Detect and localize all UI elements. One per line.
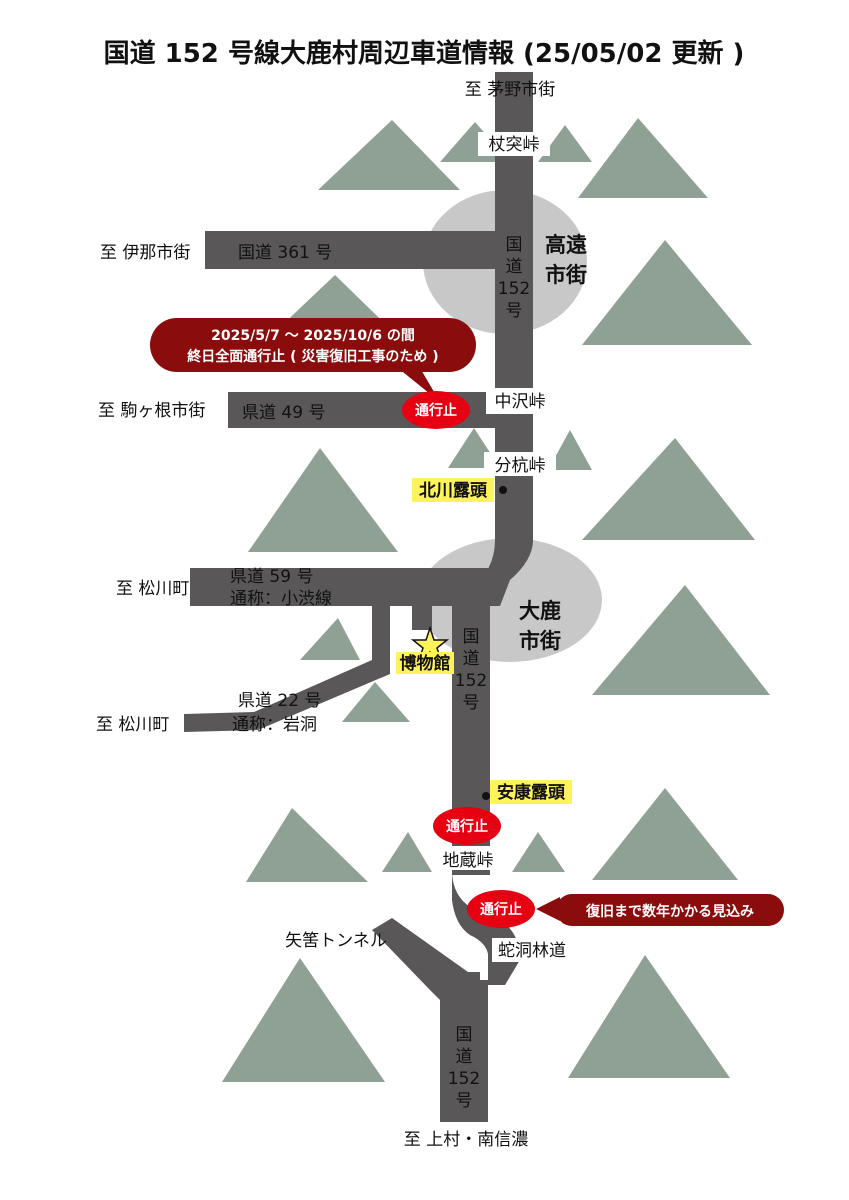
road-r361 <box>205 231 497 269</box>
place-museum: 博物館 <box>400 653 451 674</box>
dest-komagane: 至 駒ヶ根市街 <box>98 401 205 421</box>
label-bg <box>486 388 554 414</box>
label-pref59-line1: 県道 59 号 <box>230 567 313 587</box>
label-r152-mid: 国 道 152 号 <box>455 627 487 713</box>
road-museum-connector <box>412 590 432 630</box>
label-bg <box>484 452 556 476</box>
callout-bubble <box>150 318 476 372</box>
label-bg <box>432 846 504 870</box>
road-r152-south <box>440 980 488 1122</box>
label-bg <box>492 938 572 962</box>
place-kitagawa-outcrop: 北川露頭 <box>419 481 488 501</box>
mountain <box>342 682 410 722</box>
town-takato-line1: 高遠 <box>545 233 587 257</box>
town-oshika-line2: 市街 <box>519 629 561 653</box>
place-anyasu-outcrop: 安康露頭 <box>497 782 566 803</box>
road-curve-oshika <box>452 540 533 606</box>
callout-bubble <box>556 894 784 926</box>
callout2-text: 復旧まで数年かかる見込み <box>585 903 754 920</box>
mountain <box>512 832 565 872</box>
label-bg <box>478 132 550 156</box>
label-pref59-line2: 通称：小渋線 <box>230 589 332 609</box>
road-pref22-vertical <box>372 600 390 674</box>
closure-callout-1: 2025/5/7 ～ 2025/10/6 の間 終日全面通行止 ( 災害復旧工事… <box>150 318 476 402</box>
kitagawa-outcrop-dot <box>499 486 507 494</box>
place-bunkui-pass: 分杭峠 <box>495 456 546 476</box>
road-yagasa-branch <box>372 918 480 1000</box>
label-pref22-line2: 通称：岩洞 <box>232 715 317 735</box>
town-oshika-line1: 大鹿 <box>519 599 561 623</box>
label-pref22-line1: 県道 22 号 <box>238 691 321 711</box>
road-pref59-connector <box>348 586 448 606</box>
dest-north: 至 茅野市街 <box>465 80 555 100</box>
mountain <box>246 808 368 882</box>
mountain <box>382 832 432 872</box>
closure-pill-1 <box>402 391 470 429</box>
label-r152-mid-char: 152 <box>455 671 487 691</box>
label-r152-south: 国 道 152 号 <box>448 1025 480 1111</box>
mountain <box>568 955 730 1078</box>
closure-label-1: 通行止 <box>415 402 457 419</box>
closure-pill-3 <box>467 890 535 928</box>
dest-matsukawa-1: 至 松川町 <box>116 579 189 599</box>
label-r152-mid-char: 号 <box>463 693 480 713</box>
label-r152-mid-char: 国 <box>463 627 480 647</box>
mountain <box>300 618 360 660</box>
label-r152-north-char: 国 <box>506 235 523 255</box>
road-pref22-diagonal <box>184 660 390 732</box>
highlight-bg <box>490 780 572 804</box>
mountain <box>318 120 460 190</box>
place-tsuetsuki-pass: 杖突峠 <box>489 135 540 155</box>
callout1-line2: 終日全面通行止 ( 災害復旧工事のため ) <box>187 348 438 365</box>
mountain <box>582 438 755 540</box>
mountain <box>538 125 592 162</box>
place-yagasa-tunnel: 矢筈トンネル <box>285 931 387 951</box>
mountain <box>592 788 738 880</box>
label-r152-south-char: 号 <box>456 1091 473 1111</box>
closure-label-3: 通行止 <box>480 901 522 918</box>
dest-matsukawa-2: 至 松川町 <box>96 715 169 735</box>
place-jizo-pass: 地蔵峠 <box>443 851 494 871</box>
highlight-bg <box>396 652 454 674</box>
label-r361: 国道 361 号 <box>238 243 332 263</box>
place-nakazawa-pass: 中沢峠 <box>495 392 546 412</box>
mountain <box>578 118 708 198</box>
mountain <box>222 958 385 1082</box>
mountain <box>582 240 752 345</box>
closure-label-2: 通行止 <box>446 818 488 835</box>
mountain <box>548 430 592 470</box>
place-jahora-forest-road: 蛇洞林道 <box>498 941 566 961</box>
label-r152-south-char: 道 <box>456 1047 473 1067</box>
label-r152-north-char: 152 <box>498 279 530 299</box>
label-r152-north: 国 道 152 号 <box>498 235 530 321</box>
label-r152-south-char: 国 <box>456 1025 473 1045</box>
town-takato-line2: 市街 <box>545 263 587 287</box>
label-pref49: 県道 49 号 <box>242 403 325 423</box>
anyasu-outcrop-dot <box>482 792 490 800</box>
label-r152-north-char: 道 <box>506 257 523 277</box>
dest-ina: 至 伊那市街 <box>100 243 190 263</box>
callout1-line1: 2025/5/7 ～ 2025/10/6 の間 <box>211 328 415 344</box>
mountain <box>248 448 398 552</box>
label-r152-north-char: 号 <box>506 301 523 321</box>
dest-south: 至 上村・南信濃 <box>404 1130 528 1150</box>
label-r152-mid-char: 道 <box>463 649 480 669</box>
callout-pointer <box>536 897 560 921</box>
closure-callout-2: 復旧まで数年かかる見込み <box>536 894 784 926</box>
highlight-bg <box>412 478 494 502</box>
label-r152-south-char: 152 <box>448 1069 480 1089</box>
map-title: 国道 152 号線大鹿村周辺車道情報 (25/05/02 更新 ) <box>104 38 745 69</box>
closure-pill-2 <box>433 807 501 845</box>
mountain <box>592 585 770 695</box>
